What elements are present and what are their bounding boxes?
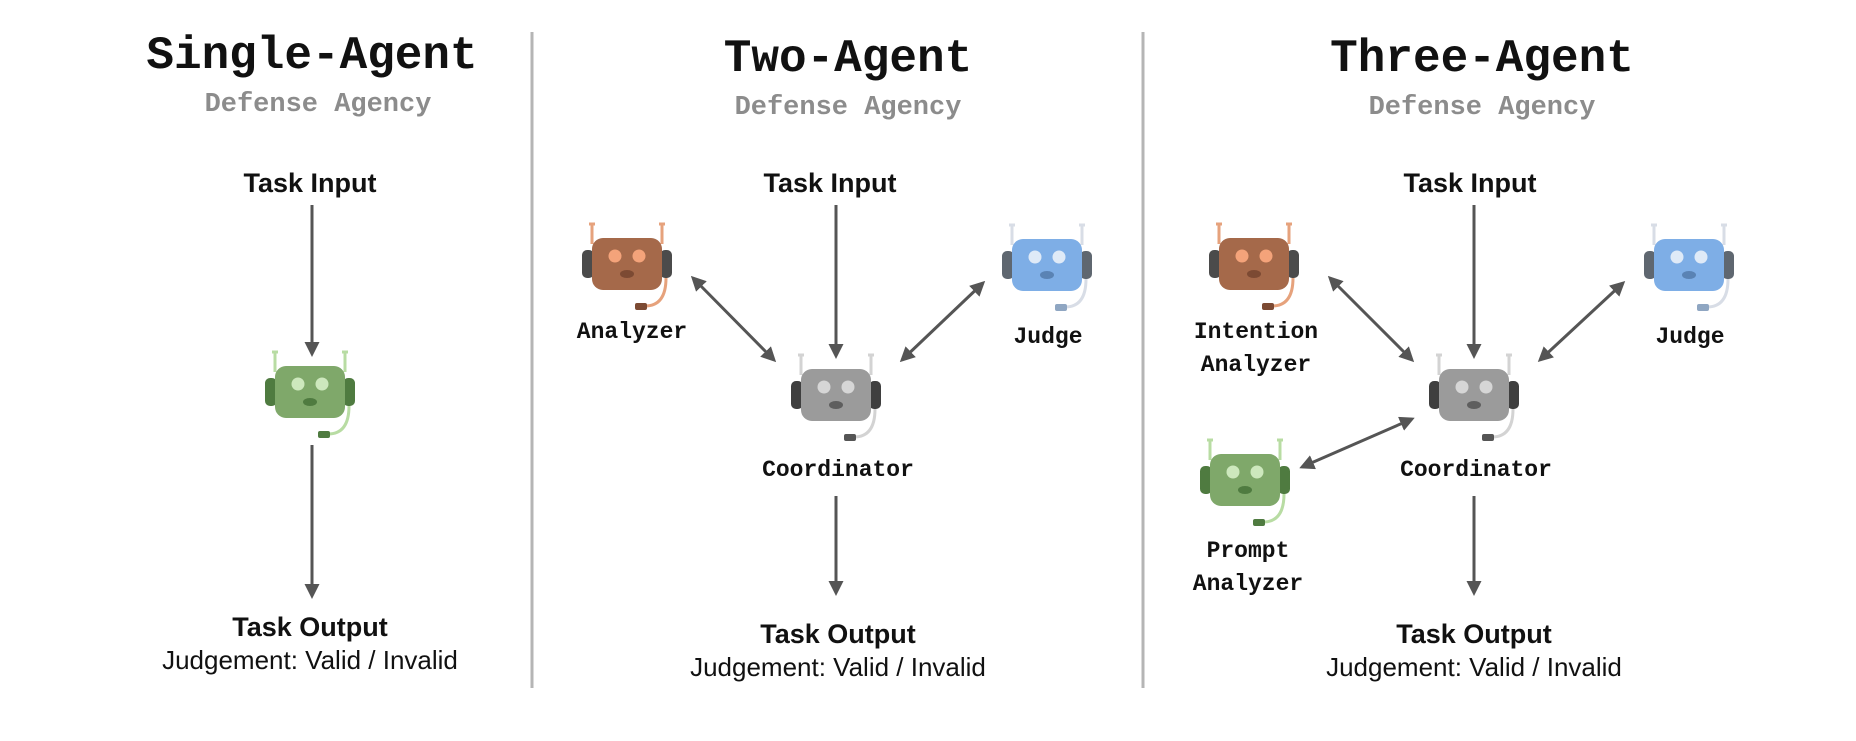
panel-title: Three-Agent — [1330, 33, 1634, 85]
robot-headset-icon — [263, 350, 357, 440]
robot-headset-icon — [580, 222, 674, 312]
agent-label-intention-line1: Intention — [1194, 319, 1318, 345]
judge-coordinator-arrow — [1537, 280, 1626, 363]
panel-subtitle: Defense Agency — [1369, 93, 1596, 123]
panel-subtitle: Defense Agency — [735, 93, 962, 123]
intention-coordinator-arrow — [1327, 275, 1415, 363]
task-output-label: Task Output — [1396, 619, 1552, 649]
agent-label-prompt-line2: Analyzer — [1193, 571, 1303, 597]
panel-subtitle: Defense Agency — [205, 90, 432, 120]
task-input-label: Task Input — [763, 168, 896, 198]
panel-single-agent: Single-Agent Defense Agency Task Input T… — [146, 30, 477, 675]
judgement-label: Judgement: Valid / Invalid — [690, 652, 986, 682]
panel-two-agent: Two-Agent Defense Agency Task Input Anal… — [577, 33, 1094, 682]
task-output-label: Task Output — [232, 612, 388, 642]
agent-label-coordinator: Coordinator — [762, 457, 914, 483]
agent-label-intention-line2: Analyzer — [1201, 352, 1311, 378]
task-output-label: Task Output — [760, 619, 916, 649]
robot-headset-icon — [789, 353, 883, 443]
agent-label-judge: Judge — [1013, 324, 1082, 350]
prompt-coordinator-arrow — [1299, 416, 1415, 470]
judge-coordinator-arrow — [899, 280, 986, 363]
panel-title: Single-Agent — [146, 30, 477, 82]
task-input-label: Task Input — [243, 168, 376, 198]
task-input-label: Task Input — [1403, 168, 1536, 198]
agent-label-analyzer: Analyzer — [577, 319, 687, 345]
agent-label-prompt-line1: Prompt — [1207, 538, 1290, 564]
agent-label-judge: Judge — [1655, 324, 1724, 350]
robot-headset-icon — [1642, 223, 1736, 313]
robot-headset-icon — [1198, 438, 1292, 528]
robot-headset-icon — [1000, 223, 1094, 313]
agent-label-coordinator: Coordinator — [1400, 457, 1552, 483]
robot-headset-icon — [1207, 222, 1301, 312]
analyzer-coordinator-arrow — [690, 275, 777, 363]
judgement-label: Judgement: Valid / Invalid — [162, 645, 458, 675]
judgement-label: Judgement: Valid / Invalid — [1326, 652, 1622, 682]
panel-three-agent: Three-Agent Defense Agency Task Input In… — [1193, 33, 1736, 682]
panel-title: Two-Agent — [724, 33, 972, 85]
robot-headset-icon — [1427, 353, 1521, 443]
